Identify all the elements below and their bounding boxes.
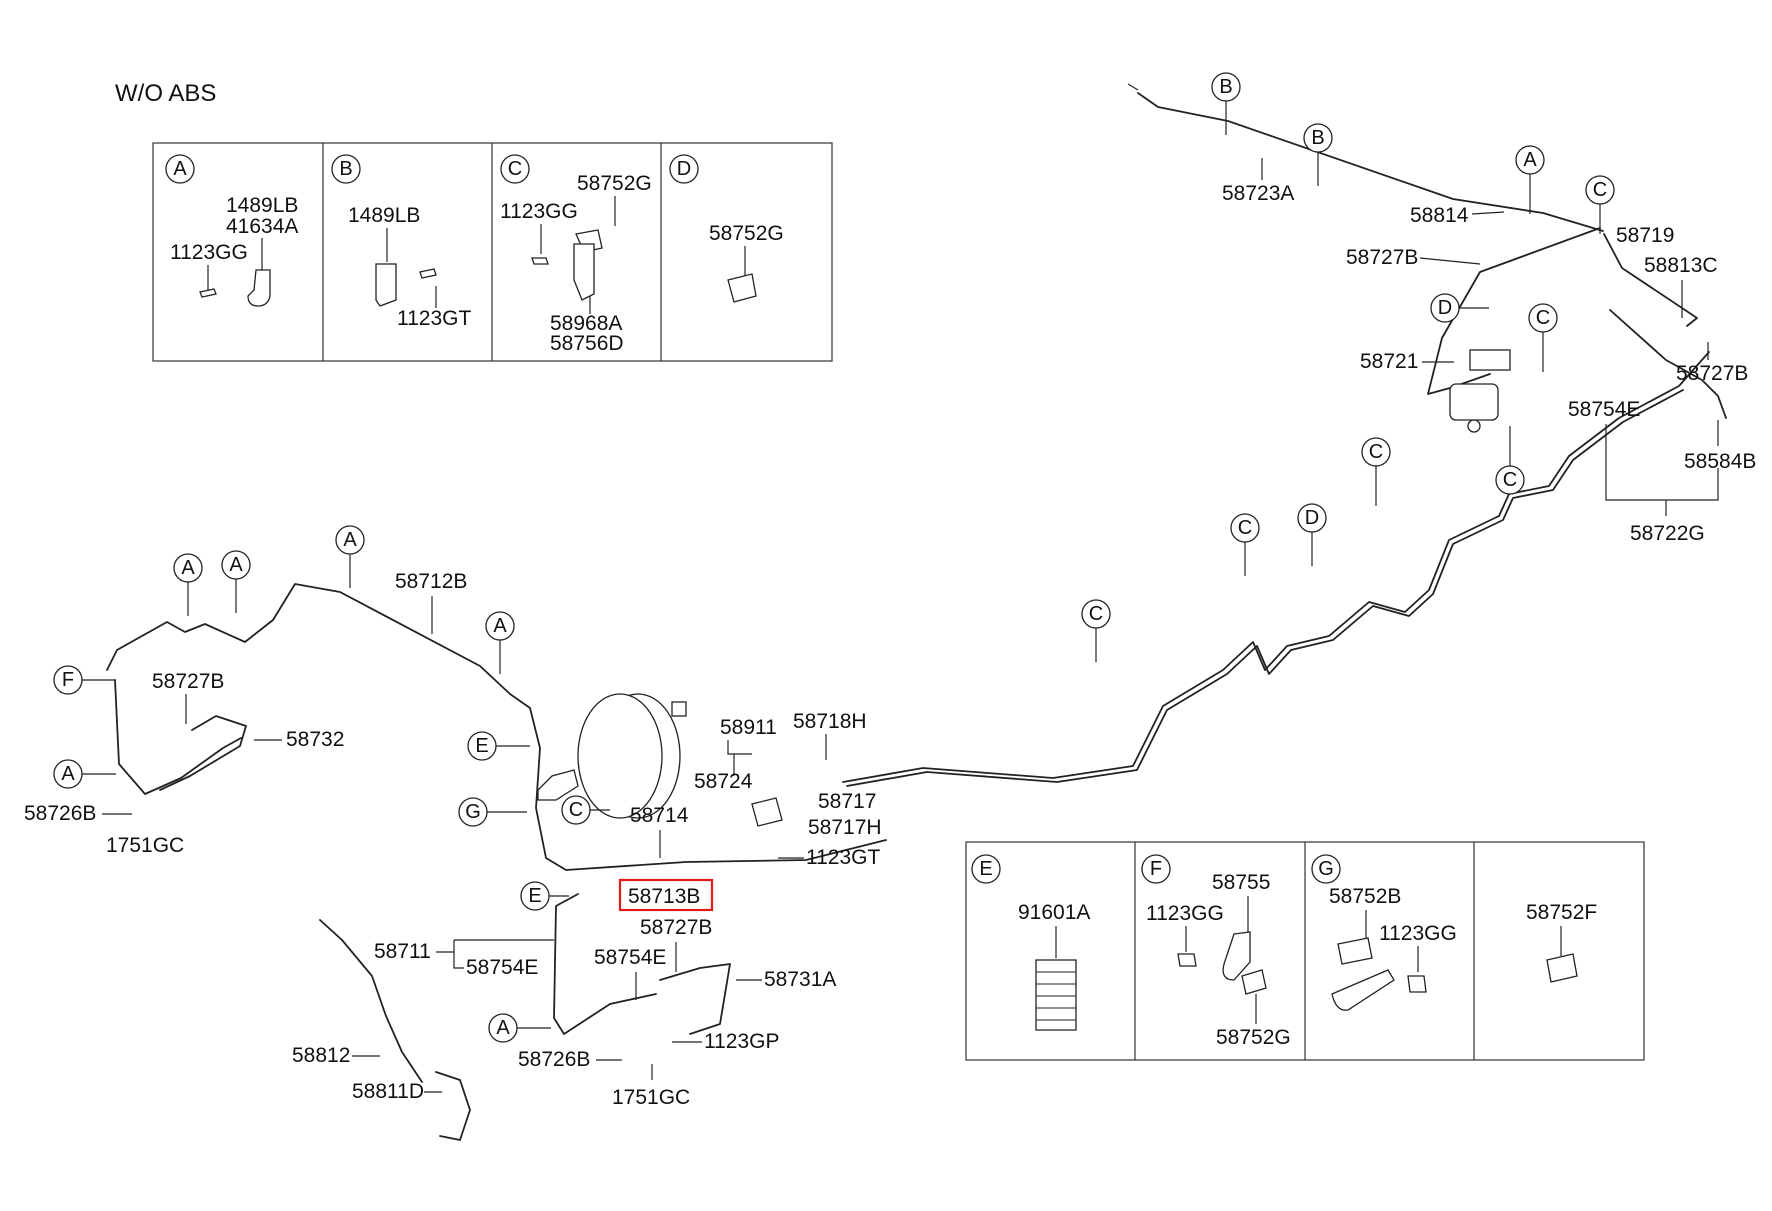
callout-a-5[interactable]: A [61,763,75,785]
label-58719[interactable]: 58719 [1616,224,1674,247]
callout-c-4[interactable]: C [1369,441,1383,463]
callout-b-2[interactable]: B [1311,127,1324,149]
label-1123GT[interactable]: 1123GT [806,846,880,869]
part-1123GG-a[interactable]: 1123GG [170,241,248,264]
label-58754E-r[interactable]: 58754E [1568,398,1640,421]
callout-c-2[interactable]: C [1536,307,1550,329]
label-58754E-l[interactable]: 58754E [466,956,538,979]
part-1123GG-c[interactable]: 1123GG [500,200,578,223]
label-58724[interactable]: 58724 [694,770,753,793]
label-58726B-c[interactable]: 58726B [518,1048,590,1071]
callout-a-6[interactable]: A [496,1017,510,1039]
callout-b-box: B [339,158,352,180]
bottom-detail-table [965,841,1645,1061]
callout-d-2[interactable]: D [1305,507,1319,529]
callout-c-7[interactable]: C [569,799,583,821]
part-58752G-c[interactable]: 58752G [577,172,652,195]
part-58756D[interactable]: 58756D [550,332,624,355]
label-58731A[interactable]: 58731A [764,968,836,991]
callout-b-1[interactable]: B [1219,76,1232,98]
label-58727B-rr[interactable]: 58727B [1346,246,1418,269]
label-58711[interactable]: 58711 [374,940,431,963]
detail-box-a[interactable]: A 1489LB 41634A 1123GG [165,154,298,307]
callout-g-box: G [1318,858,1334,880]
label-58727B-r[interactable]: 58727B [1676,362,1748,385]
detail-box-blank[interactable]: 58752F [1526,901,1597,983]
detail-box-f[interactable]: F 58755 1123GG 58752G [1141,854,1291,1049]
part-1123GG-f[interactable]: 1123GG [1146,902,1224,925]
diagram-title: W/O ABS [115,80,216,107]
label-58721[interactable]: 58721 [1360,350,1418,373]
label-58754E-c[interactable]: 58754E [594,946,666,969]
part-58752F[interactable]: 58752F [1526,901,1597,924]
brake-booster[interactable] [537,693,687,819]
callout-c-5[interactable]: C [1238,517,1252,539]
label-58732[interactable]: 58732 [286,728,344,751]
label-58584B[interactable]: 58584B [1684,450,1756,473]
label-1751GC-l[interactable]: 1751GC [106,834,184,857]
label-58812[interactable]: 58812 [292,1044,350,1067]
detail-box-e[interactable]: E 91601A [971,854,1090,1031]
detail-box-c[interactable]: C 58752G 1123GG 58968A 58756D [500,154,652,355]
label-58717H[interactable]: 58717H [808,816,882,839]
part-58752G-d[interactable]: 58752G [709,222,784,245]
part-1489LB-a[interactable]: 1489LB [226,194,298,217]
label-58911[interactable]: 58911 [720,716,777,739]
callout-d-1[interactable]: D [1438,297,1452,319]
callout-a-1[interactable]: A [181,557,195,579]
label-58726B-l[interactable]: 58726B [24,802,96,825]
callout-c-box: C [508,158,522,180]
label-58712B[interactable]: 58712B [395,570,467,593]
part-1489LB-b[interactable]: 1489LB [348,204,420,227]
callout-a-box: A [173,158,187,180]
callout-leaders [82,101,1601,1029]
callout-c-3[interactable]: C [1503,469,1517,491]
callout-f-1[interactable]: F [62,669,74,691]
callout-e-box: E [979,858,992,880]
part-1123GG-g[interactable]: 1123GG [1379,922,1457,945]
proportioning-valve[interactable] [1449,349,1511,433]
callouts-main: A A A A A A A B B C C C C C C C D D [53,72,1615,1043]
callout-c-6[interactable]: C [1089,603,1103,625]
label-58814[interactable]: 58814 [1410,204,1469,227]
junction-block[interactable] [751,797,783,827]
label-58718H[interactable]: 58718H [793,710,867,733]
label-58723A[interactable]: 58723A [1222,182,1294,205]
label-58722G[interactable]: 58722G [1630,522,1705,545]
part-1123GT-b[interactable]: 1123GT [397,307,471,330]
callout-g-1[interactable]: G [465,801,481,823]
label-58713B[interactable]: 58713B [628,885,700,908]
callout-a-2[interactable]: A [229,554,243,576]
callout-f-box: F [1150,858,1162,880]
callout-a-7[interactable]: A [1523,149,1537,171]
label-58717[interactable]: 58717 [818,790,876,813]
label-58727B-l[interactable]: 58727B [152,670,224,693]
part-58968A[interactable]: 58968A [550,312,622,335]
part-41634A[interactable]: 41634A [226,215,298,238]
callout-a-3[interactable]: A [343,529,357,551]
callout-a-4[interactable]: A [493,615,507,637]
label-58727B-c[interactable]: 58727B [640,916,712,939]
detail-box-b[interactable]: B 1489LB 1123GT [331,154,471,330]
part-58755[interactable]: 58755 [1212,871,1270,894]
callout-e-1[interactable]: E [475,735,488,757]
label-1123GP[interactable]: 1123GP [704,1030,780,1053]
label-58813C[interactable]: 58813C [1644,254,1718,277]
top-detail-table [152,142,833,362]
part-91601A[interactable]: 91601A [1018,901,1090,924]
label-58811D[interactable]: 58811D [352,1080,424,1103]
callout-c-1[interactable]: C [1593,179,1607,201]
detail-box-d[interactable]: D 58752G [669,154,784,303]
label-1751GC-c[interactable]: 1751GC [612,1086,690,1109]
part-58752B[interactable]: 58752B [1329,885,1401,908]
highlight-frame [618,878,714,912]
label-58714[interactable]: 58714 [630,804,689,827]
part-58752G-f[interactable]: 58752G [1216,1026,1291,1049]
detail-box-g[interactable]: G 58752B 1123GG [1311,854,1457,1011]
callout-d-box: D [677,158,691,180]
brake-lines [106,83,1727,1141]
callout-e-2[interactable]: E [528,885,541,907]
part-labels: 58723A 58814 58727B 58719 58813C 58721 5… [24,158,1756,1109]
